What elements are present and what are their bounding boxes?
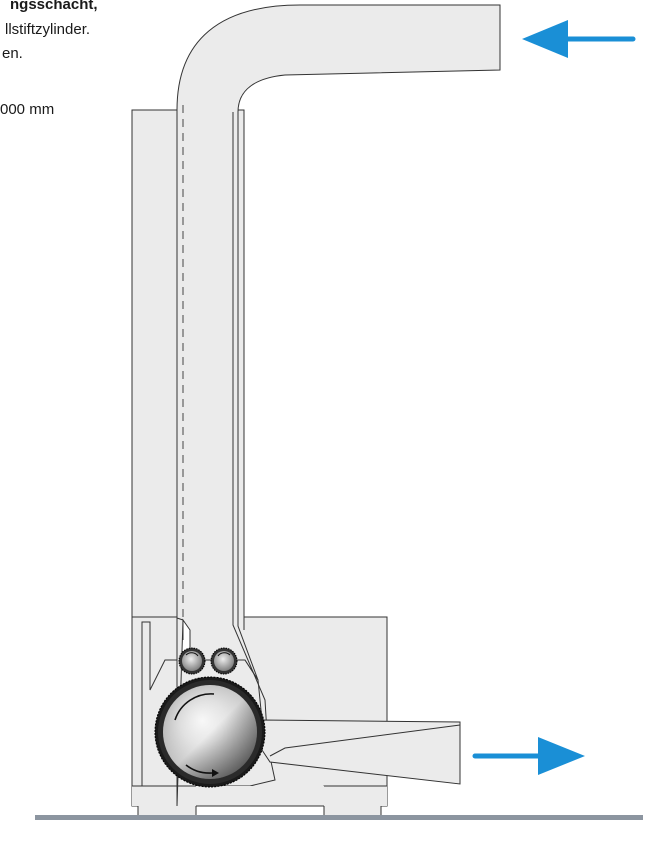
arrow-left-icon [522,20,636,58]
caption-line-1-rest: , [93,0,98,13]
floor-line [35,815,643,820]
feed-roll-right [214,651,234,671]
caption-line-3: en. [2,45,23,62]
rotation-arrow-icon [174,693,215,721]
feed-roll-left [182,651,202,671]
feed-duct [176,4,501,807]
dimension-label: 000 mm [0,101,55,118]
feed-rolls [178,647,238,675]
caption-line-2: llstiftzylinder. [5,21,91,38]
arrow-right-icon [472,737,585,775]
pin-drum [154,676,266,788]
caption-bold-term: ngsschacht [10,0,94,13]
base-plate [132,786,387,806]
caption-line-1: ngsschacht, [10,0,98,15]
